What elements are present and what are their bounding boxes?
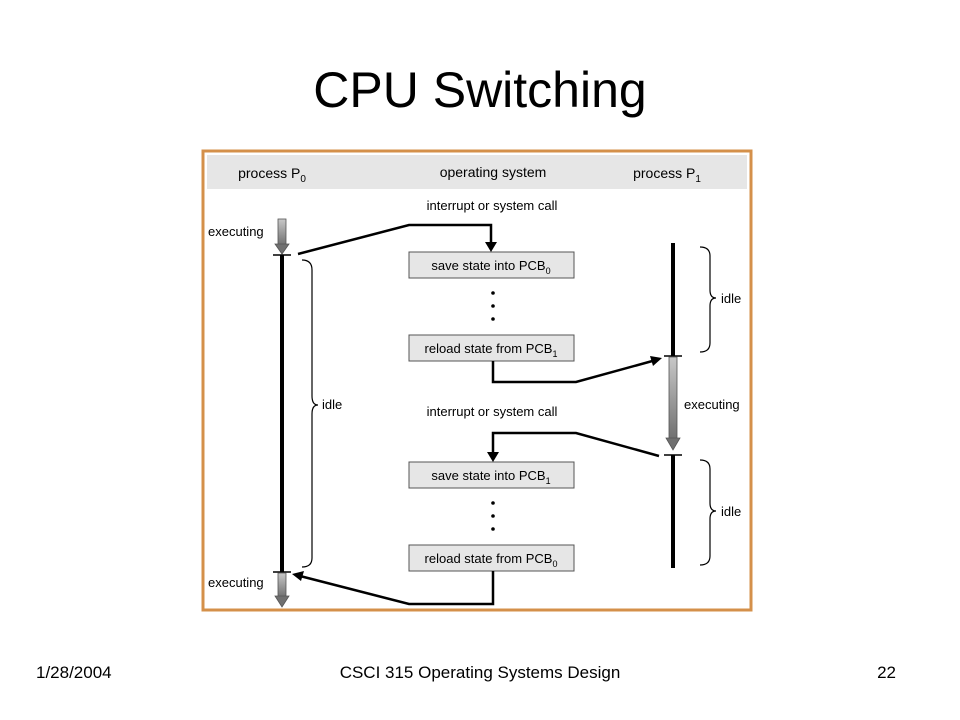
ellipsis-upper: [491, 291, 495, 321]
p1-executing-arrowhead: [665, 437, 681, 451]
p0-executing-bar-bottom: [277, 572, 287, 598]
interrupt-label-2: interrupt or system call: [427, 404, 558, 419]
slide-title: CPU Switching: [313, 62, 647, 118]
os-box-save-pcb0: [408, 251, 575, 279]
arrow-p0-to-save-pcb0: [297, 223, 497, 256]
p0-executing-label-bottom: executing: [208, 575, 264, 590]
footer-course: CSCI 315 Operating Systems Design: [339, 663, 621, 682]
p1-idle-brace-top: [699, 246, 717, 353]
header-band: [207, 155, 747, 189]
os-box-save-pcb1: [408, 461, 575, 489]
os-box-reload-pcb0-label: reload state from PCB0: [425, 551, 558, 569]
arrow-p1-to-save-pcb1: [487, 431, 660, 462]
arrow-reload-pcb1-to-p1: [491, 356, 662, 384]
p1-executing-bar: [668, 356, 678, 440]
p1-idle-label-bottom: idle: [721, 504, 741, 519]
p0-executing-bar-top: [277, 218, 287, 246]
p1-idle-label-top: idle: [721, 291, 741, 306]
p0-executing-arrowhead-top: [274, 243, 290, 255]
diagram-frame: [201, 149, 753, 612]
header-process-p1: process P1: [633, 165, 701, 185]
p0-executing-label-top: executing: [208, 224, 264, 239]
p0-idle-brace: [301, 259, 319, 568]
os-box-save-pcb0-label: save state into PCB0: [431, 258, 550, 276]
header-process-p0: process P0: [238, 165, 306, 185]
footer-date: 1/28/2004: [36, 663, 112, 682]
os-box-reload-pcb1: [408, 334, 575, 362]
interrupt-label-1: interrupt or system call: [427, 198, 558, 213]
p0-executing-arrowhead-bottom: [274, 595, 290, 608]
ellipsis-lower: [491, 501, 495, 531]
os-box-save-pcb1-label: save state into PCB1: [431, 468, 550, 486]
os-box-reload-pcb1-label: reload state from PCB1: [425, 341, 558, 359]
os-box-reload-pcb0: [408, 544, 575, 572]
header-operating-system: operating system: [440, 164, 547, 180]
p1-executing-label: executing: [684, 397, 740, 412]
footer-page-number: 22: [877, 663, 896, 682]
p0-idle-label: idle: [322, 397, 342, 412]
p1-idle-brace-bottom: [699, 459, 717, 566]
arrow-reload-pcb0-to-p0: [292, 571, 495, 606]
